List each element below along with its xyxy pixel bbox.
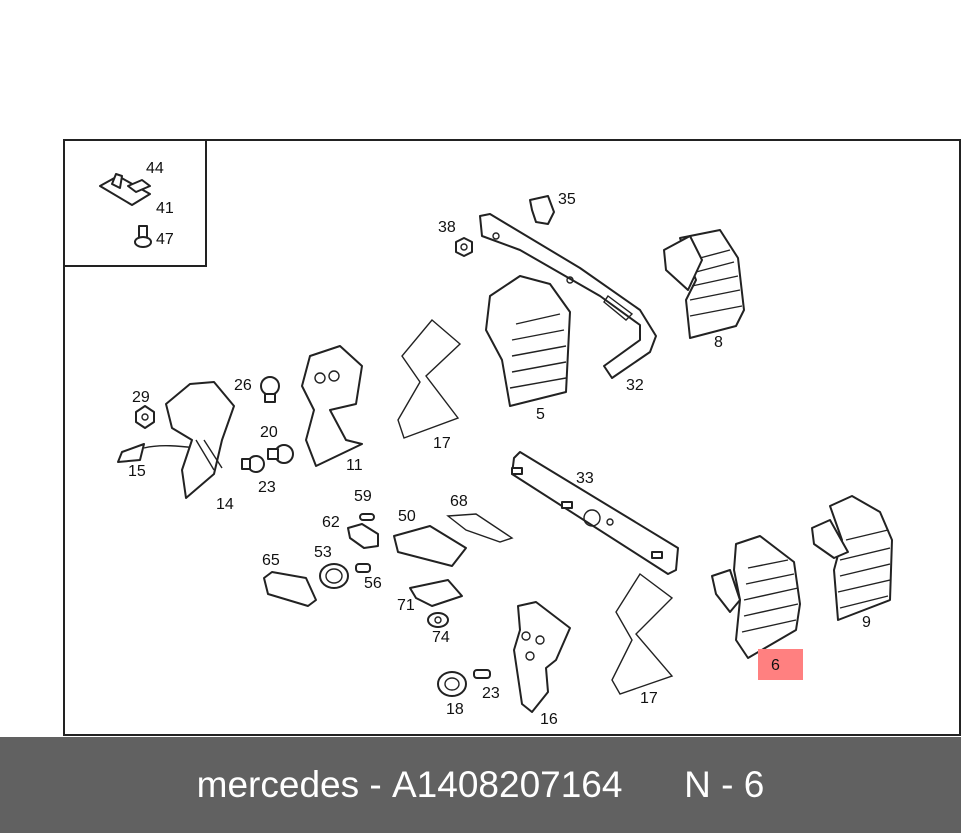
part-71-holder bbox=[409, 579, 463, 607]
part-6-highlight bbox=[758, 649, 803, 680]
part-29-nut bbox=[135, 405, 155, 429]
callout-41: 41 bbox=[156, 200, 174, 217]
parts-diagram: 44 41 47 35 38 8 32 5 29 26 20 15 23 14 … bbox=[63, 139, 961, 736]
part-14-lamp-housing bbox=[165, 381, 235, 499]
callout-35: 35 bbox=[558, 191, 576, 208]
callout-23: 23 bbox=[258, 479, 276, 496]
callout-17-lower: 17 bbox=[640, 690, 658, 707]
callout-33: 33 bbox=[576, 470, 594, 487]
callout-32: 32 bbox=[626, 377, 644, 394]
brand-name: mercedes bbox=[196, 764, 360, 805]
callout-62: 62 bbox=[322, 514, 340, 531]
callout-15: 15 bbox=[128, 463, 146, 480]
callout-59: 59 bbox=[354, 488, 372, 505]
part-8-tail-lamp bbox=[663, 229, 745, 339]
callout-68: 68 bbox=[450, 493, 468, 510]
callout-20: 20 bbox=[260, 424, 278, 441]
callout-9: 9 bbox=[862, 614, 871, 631]
callout-17-upper: 17 bbox=[433, 435, 451, 452]
part-62-socket bbox=[347, 523, 379, 549]
callout-29: 29 bbox=[132, 389, 150, 406]
callout-53: 53 bbox=[314, 544, 332, 561]
separator: - bbox=[359, 764, 392, 805]
part-number: A1408207164 bbox=[392, 764, 623, 805]
part-68-gasket bbox=[446, 513, 514, 543]
callout-14: 14 bbox=[216, 496, 234, 513]
part-59-bulb bbox=[359, 513, 375, 521]
part-23-bulb-lower bbox=[473, 669, 491, 679]
part-53-socket bbox=[319, 563, 349, 589]
callout-18: 18 bbox=[446, 701, 464, 718]
callout-26: 26 bbox=[234, 377, 252, 394]
part-20-bulb bbox=[267, 444, 294, 464]
part-33-reflector-strip bbox=[511, 451, 679, 575]
part-number-banner: mercedes - A1408207164 N - 6 bbox=[0, 737, 961, 833]
part-16-bracket bbox=[513, 601, 571, 713]
part-23-bulb-upper bbox=[241, 455, 265, 473]
part-6-tail-lamp bbox=[711, 535, 801, 659]
part-17-gasket-lower bbox=[611, 572, 674, 695]
callout-50: 50 bbox=[398, 508, 416, 525]
callout-71: 71 bbox=[397, 597, 415, 614]
callout-8: 8 bbox=[714, 334, 723, 351]
part-9-tail-lamp bbox=[811, 495, 893, 621]
part-56-bulb bbox=[355, 563, 371, 573]
callout-74: 74 bbox=[432, 629, 450, 646]
part-26-bulb bbox=[260, 376, 280, 403]
part-44-41-bulb-holder bbox=[99, 173, 151, 206]
callout-11: 11 bbox=[346, 457, 363, 474]
part-32-trim-strip bbox=[479, 213, 657, 379]
diagram-code: N - 6 bbox=[684, 764, 765, 805]
diagram-frame bbox=[63, 139, 961, 736]
callout-56: 56 bbox=[364, 575, 382, 592]
callout-23-lower: 23 bbox=[482, 685, 500, 702]
part-15-connector bbox=[117, 443, 197, 463]
part-11-lamp-carrier bbox=[301, 345, 363, 467]
callout-5: 5 bbox=[536, 406, 545, 423]
callout-47: 47 bbox=[156, 231, 174, 248]
callout-6: 6 bbox=[771, 657, 780, 674]
part-50-lens-cover bbox=[393, 525, 467, 567]
part-5-tail-lamp bbox=[485, 275, 571, 407]
part-18-socket bbox=[437, 671, 467, 697]
callout-44: 44 bbox=[146, 160, 164, 177]
callout-65: 65 bbox=[262, 552, 280, 569]
part-38-nut bbox=[455, 237, 473, 257]
part-47-screw bbox=[134, 225, 152, 248]
part-35-clip bbox=[529, 195, 555, 225]
inset-frame bbox=[63, 139, 207, 267]
part-17-gasket-upper bbox=[397, 319, 462, 439]
callout-16: 16 bbox=[540, 711, 558, 728]
part-74-grommet bbox=[427, 612, 449, 628]
callout-38: 38 bbox=[438, 219, 456, 236]
part-65-cover bbox=[263, 571, 317, 607]
spacer bbox=[622, 764, 684, 806]
